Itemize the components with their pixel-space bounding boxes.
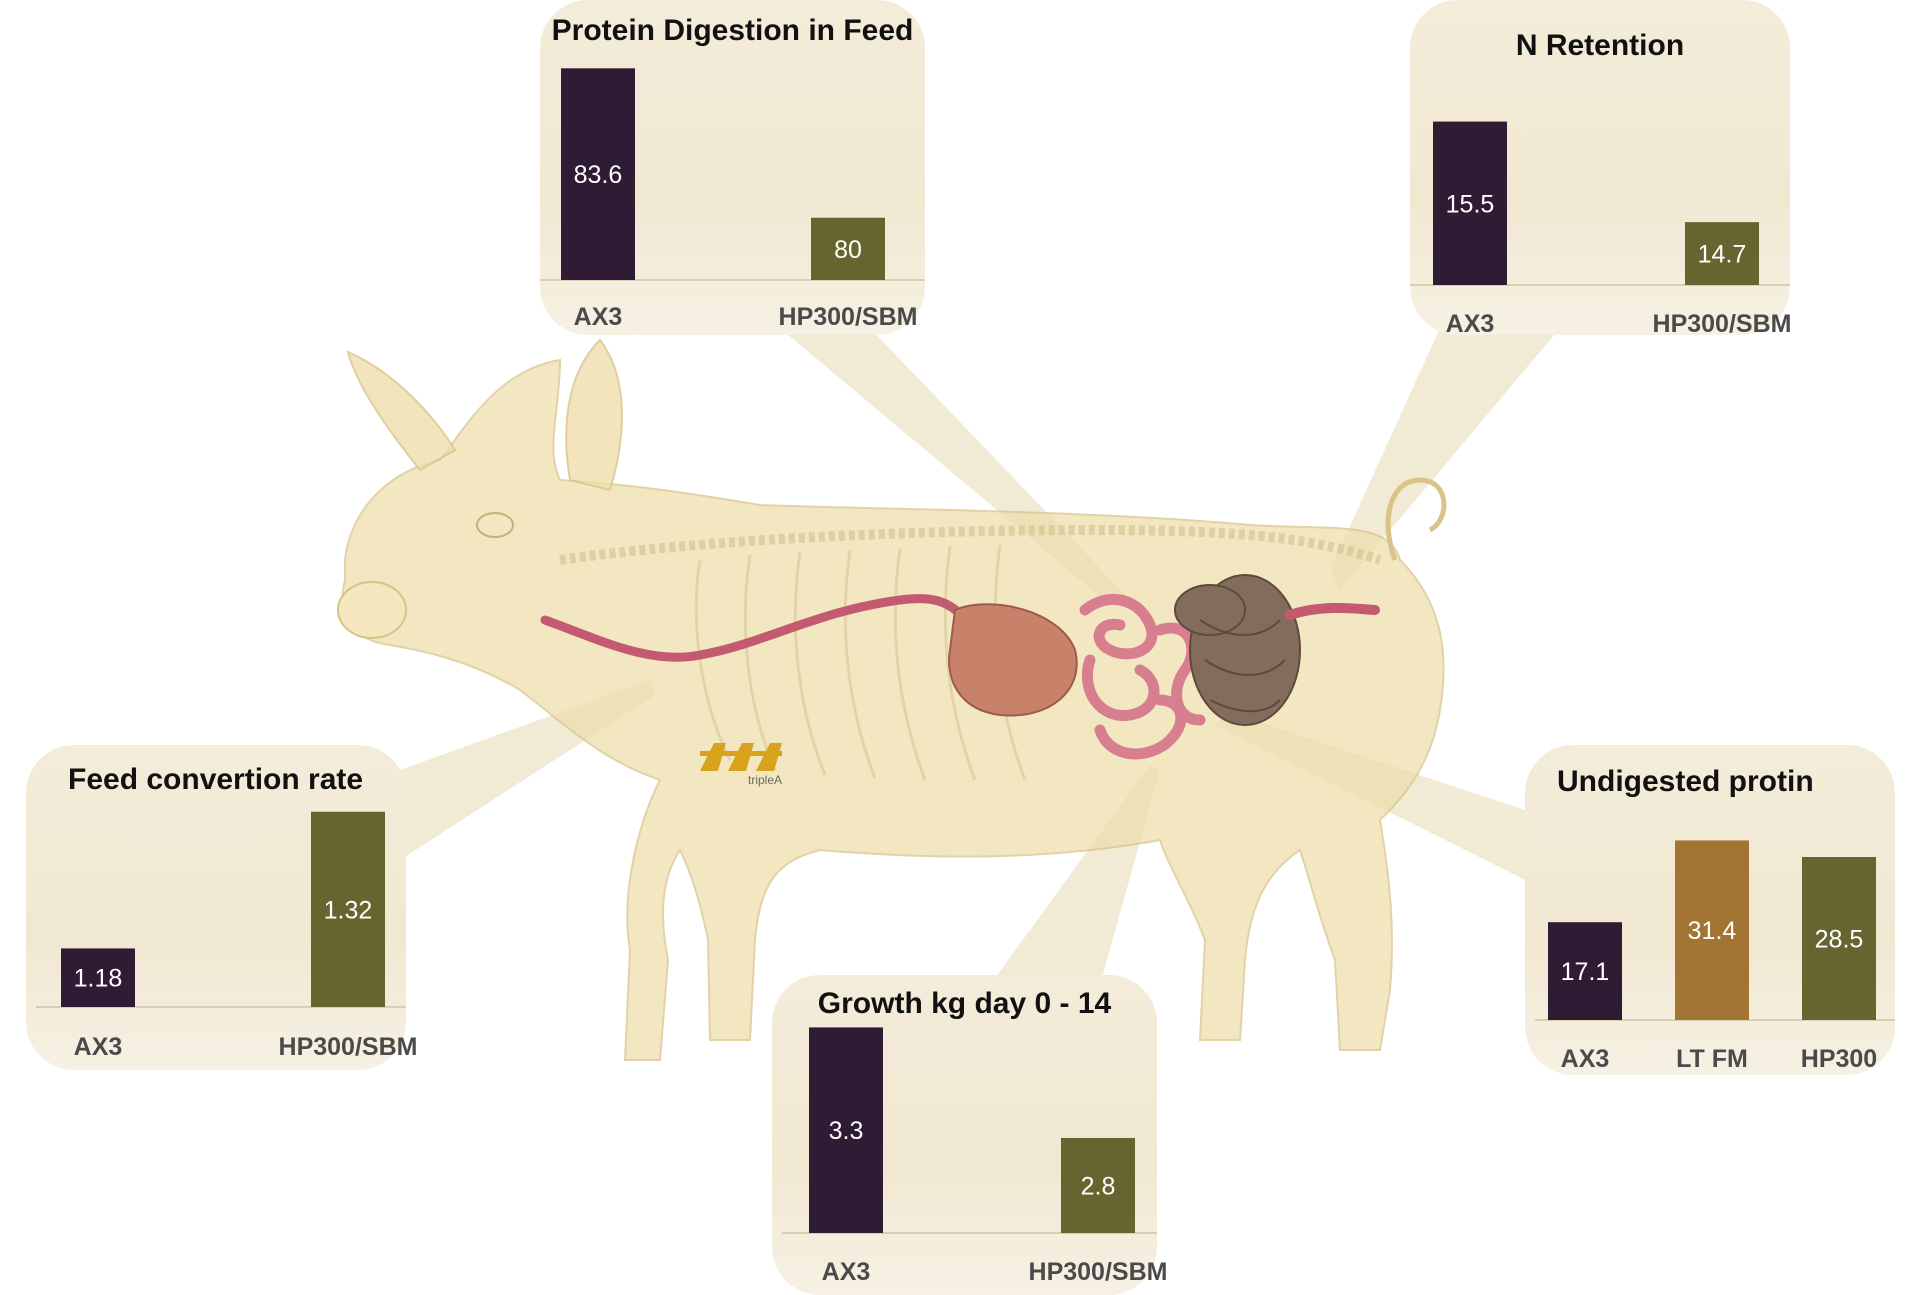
category-label: HP300/SBM bbox=[1653, 310, 1792, 338]
bar bbox=[1433, 121, 1507, 285]
category-label: HP300/SBM bbox=[779, 303, 918, 331]
esophagus bbox=[540, 594, 970, 662]
data-label: 1.18 bbox=[74, 965, 123, 993]
data-label: 31.4 bbox=[1688, 917, 1737, 945]
stomach bbox=[948, 603, 1078, 717]
category-label: AX3 bbox=[574, 303, 623, 331]
chart-title: Growth kg day 0 - 14 bbox=[817, 987, 1112, 1020]
bar bbox=[1548, 922, 1622, 1020]
data-label: 1.32 bbox=[324, 896, 373, 924]
pig-body bbox=[337, 338, 1447, 1061]
triple-a-logo-icon bbox=[700, 743, 782, 771]
category-label: AX3 bbox=[822, 1258, 871, 1286]
small-intestine bbox=[1079, 593, 1206, 760]
digestive-tract bbox=[540, 574, 1380, 760]
data-label: 83.6 bbox=[574, 161, 623, 189]
bar bbox=[809, 1027, 883, 1233]
chart-title: Undigested protin bbox=[1557, 765, 1814, 798]
bar bbox=[1675, 840, 1749, 1020]
category-label: AX3 bbox=[74, 1033, 123, 1061]
category-label: HP300/SBM bbox=[1029, 1258, 1168, 1286]
large-intestine bbox=[1174, 574, 1301, 726]
bar bbox=[61, 948, 135, 1007]
category-label: HP300 bbox=[1801, 1045, 1877, 1073]
logo-text: tripleA bbox=[748, 773, 783, 787]
category-label: LT FM bbox=[1676, 1045, 1748, 1073]
chart-title: N Retention bbox=[1515, 29, 1685, 62]
bar bbox=[1061, 1137, 1135, 1233]
chart-title: Protein Digestion in Feed bbox=[551, 14, 914, 47]
bar bbox=[561, 68, 635, 281]
bar bbox=[1685, 222, 1759, 285]
bar bbox=[1802, 857, 1876, 1020]
bar bbox=[311, 811, 385, 1007]
data-label: 14.7 bbox=[1698, 241, 1747, 269]
data-label: 28.5 bbox=[1815, 926, 1864, 954]
data-label: 17.1 bbox=[1561, 958, 1610, 986]
chart-title: Feed convertion rate bbox=[68, 763, 364, 796]
category-label: AX3 bbox=[1561, 1045, 1610, 1073]
data-label: 2.8 bbox=[1081, 1172, 1116, 1200]
data-label: 15.5 bbox=[1446, 190, 1495, 218]
category-label: AX3 bbox=[1446, 310, 1495, 338]
category-label: HP300/SBM bbox=[279, 1033, 418, 1061]
data-label: 80 bbox=[834, 236, 862, 264]
data-label: 3.3 bbox=[829, 1117, 864, 1145]
bar bbox=[811, 217, 885, 280]
rectum bbox=[1285, 603, 1380, 620]
